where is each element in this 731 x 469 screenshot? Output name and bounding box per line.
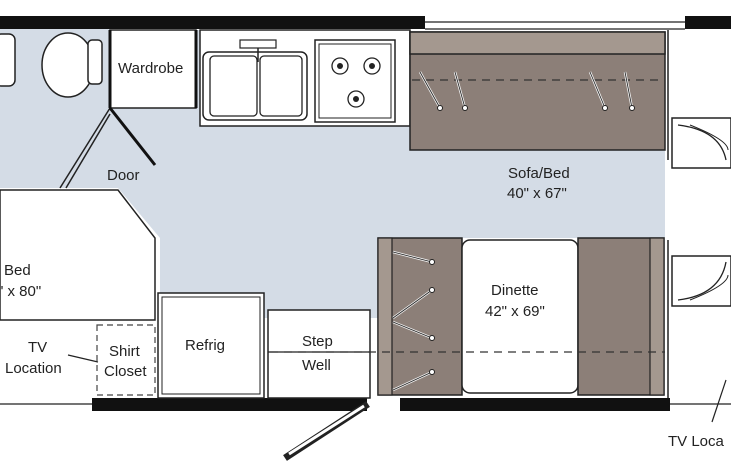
dinette-joint-1	[429, 259, 435, 265]
dinette-bench-frame-d	[392, 251, 433, 391]
burner-3-center	[353, 96, 359, 102]
bath-door-wall	[59, 107, 111, 189]
dinette-bench-left-back	[377, 237, 393, 396]
floor-area	[0, 28, 665, 318]
bed	[0, 189, 156, 321]
sofa-joint-1	[437, 105, 443, 111]
faucet	[239, 39, 277, 49]
dinette-joint-2	[429, 287, 435, 293]
sink-basin-right	[259, 55, 303, 117]
bath-sink	[0, 33, 16, 87]
sofa-back	[409, 31, 666, 55]
cab-seat-bottom	[671, 255, 731, 307]
cab-seat-bottom-curve	[677, 261, 727, 301]
step-well-label-1: Step	[302, 333, 333, 350]
top-wall-right	[685, 16, 731, 29]
tv-location-left-1: TV	[28, 339, 47, 356]
shirt-closet	[96, 324, 156, 396]
top-wall-left	[0, 16, 425, 29]
dinette-bench-right-back	[649, 237, 665, 396]
dinette-label: Dinette	[491, 282, 539, 299]
sofa-frame-left-d	[419, 71, 466, 109]
sofa-bed-size: 40" x 67"	[507, 185, 567, 202]
toilet-tank	[87, 39, 103, 85]
sink-basin-left	[209, 55, 258, 117]
dinette-size: 42" x 69"	[485, 303, 545, 320]
cab-area	[668, 30, 731, 398]
bed-label: Bed	[4, 262, 31, 279]
tv-location-right: TV Loca	[668, 433, 725, 450]
refrigerator-inner	[161, 296, 261, 395]
entry-door-inner	[288, 404, 365, 456]
burner-2-center	[369, 63, 375, 69]
step-well	[267, 309, 371, 399]
cab-seat-bottom-curve2	[689, 274, 729, 301]
tv-pointer-left	[67, 354, 99, 363]
bottom-wall-left	[92, 398, 367, 411]
shirt-closet-label-2: Closet	[104, 363, 147, 380]
cab-seat-top-curve	[677, 124, 727, 161]
door-label: Door	[107, 167, 140, 184]
tv-pointer-right	[711, 379, 727, 423]
cab-seat-top	[671, 117, 731, 169]
sofa-joint-2	[462, 105, 468, 111]
toilet-bowl	[41, 32, 95, 98]
sofa-joint-3	[602, 105, 608, 111]
sofa-joint-4	[629, 105, 635, 111]
sofa-frame-right-d	[589, 71, 633, 109]
refrig-label: Refrig	[185, 337, 225, 354]
bed-size: " x 80"	[0, 283, 41, 300]
bath-door-wall-2	[65, 113, 111, 189]
burner-1-center	[337, 63, 343, 69]
step-well-label-2: Well	[302, 357, 331, 374]
wardrobe-label: Wardrobe	[118, 60, 183, 77]
sofa-bed-label: Sofa/Bed	[508, 165, 570, 182]
bath-door	[108, 107, 157, 166]
shirt-closet-label-1: Shirt	[109, 343, 141, 360]
dinette-joint-4	[429, 369, 435, 375]
cab-seat-top-curve2	[689, 124, 729, 151]
bottom-wall-right	[400, 398, 670, 411]
tv-location-left-2: Location	[5, 360, 62, 377]
dinette-joint-3	[429, 335, 435, 341]
